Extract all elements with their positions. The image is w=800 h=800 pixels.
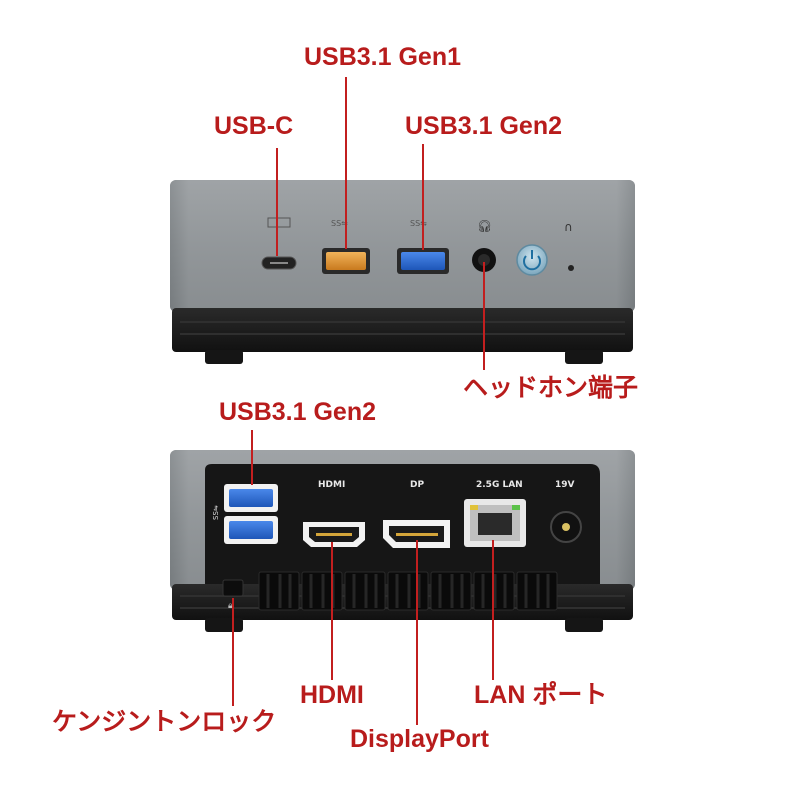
- leader-usb-c: [276, 148, 278, 256]
- leader-displayport: [416, 540, 418, 725]
- mic-hole: [568, 265, 574, 271]
- leader-usb-gen2-front: [422, 144, 424, 250]
- displayport-port: [383, 520, 450, 548]
- callout-usb-gen1: USB3.1 Gen1: [304, 43, 462, 71]
- callout-kensington: ケンジントンロック: [52, 708, 277, 736]
- leader-kensington: [232, 598, 234, 706]
- callout-usb-gen2-front: USB3.1 Gen2: [405, 112, 563, 140]
- front-foot-left: [205, 350, 243, 364]
- callout-displayport: DisplayPort: [350, 725, 489, 753]
- leader-headphone: [483, 262, 485, 370]
- power-button: [516, 244, 548, 276]
- callout-hdmi: HDMI: [300, 681, 364, 709]
- callout-lan: LAN ポート: [474, 681, 608, 709]
- rear-view: SS⇋ 🔒︎: [170, 450, 635, 632]
- mic-icon: ∩: [564, 220, 573, 234]
- hdmi-port: [303, 522, 365, 547]
- power-icon: [523, 255, 541, 271]
- callout-usb-c: USB-C: [214, 112, 294, 140]
- front-foot-right: [565, 350, 603, 364]
- rear-lan-print: 2.5G LAN: [476, 480, 523, 490]
- rear-hdmi-print: HDMI: [318, 480, 346, 490]
- svg-text:SS⇋: SS⇋: [410, 219, 427, 228]
- kensington-slot: [222, 579, 244, 597]
- leader-usb-gen1: [345, 77, 347, 249]
- callout-usb-gen2-rear: USB3.1 Gen2: [219, 398, 377, 426]
- leader-usb-gen2-rear: [251, 430, 253, 485]
- leader-hdmi: [331, 542, 333, 680]
- lan-port: [464, 499, 526, 547]
- headphone-icon: 🎧︎: [477, 219, 492, 233]
- rear-usb-gen2-ports: SS⇋: [212, 484, 278, 544]
- callout-headphone: ヘッドホン端子: [463, 374, 639, 402]
- front-base: [172, 308, 633, 352]
- rear-dp-print: DP: [410, 480, 425, 490]
- rear-power-print: 19V: [555, 480, 575, 490]
- svg-text:SS⇋: SS⇋: [331, 219, 348, 228]
- svg-text:SS⇋: SS⇋: [212, 505, 220, 520]
- usb-c-ss-icon: [267, 217, 291, 228]
- front-view: SS⇋ SS⇋ 🎧︎ ∩: [170, 180, 635, 364]
- leader-lan: [492, 540, 494, 680]
- lock-icon: 🔒︎: [228, 601, 233, 611]
